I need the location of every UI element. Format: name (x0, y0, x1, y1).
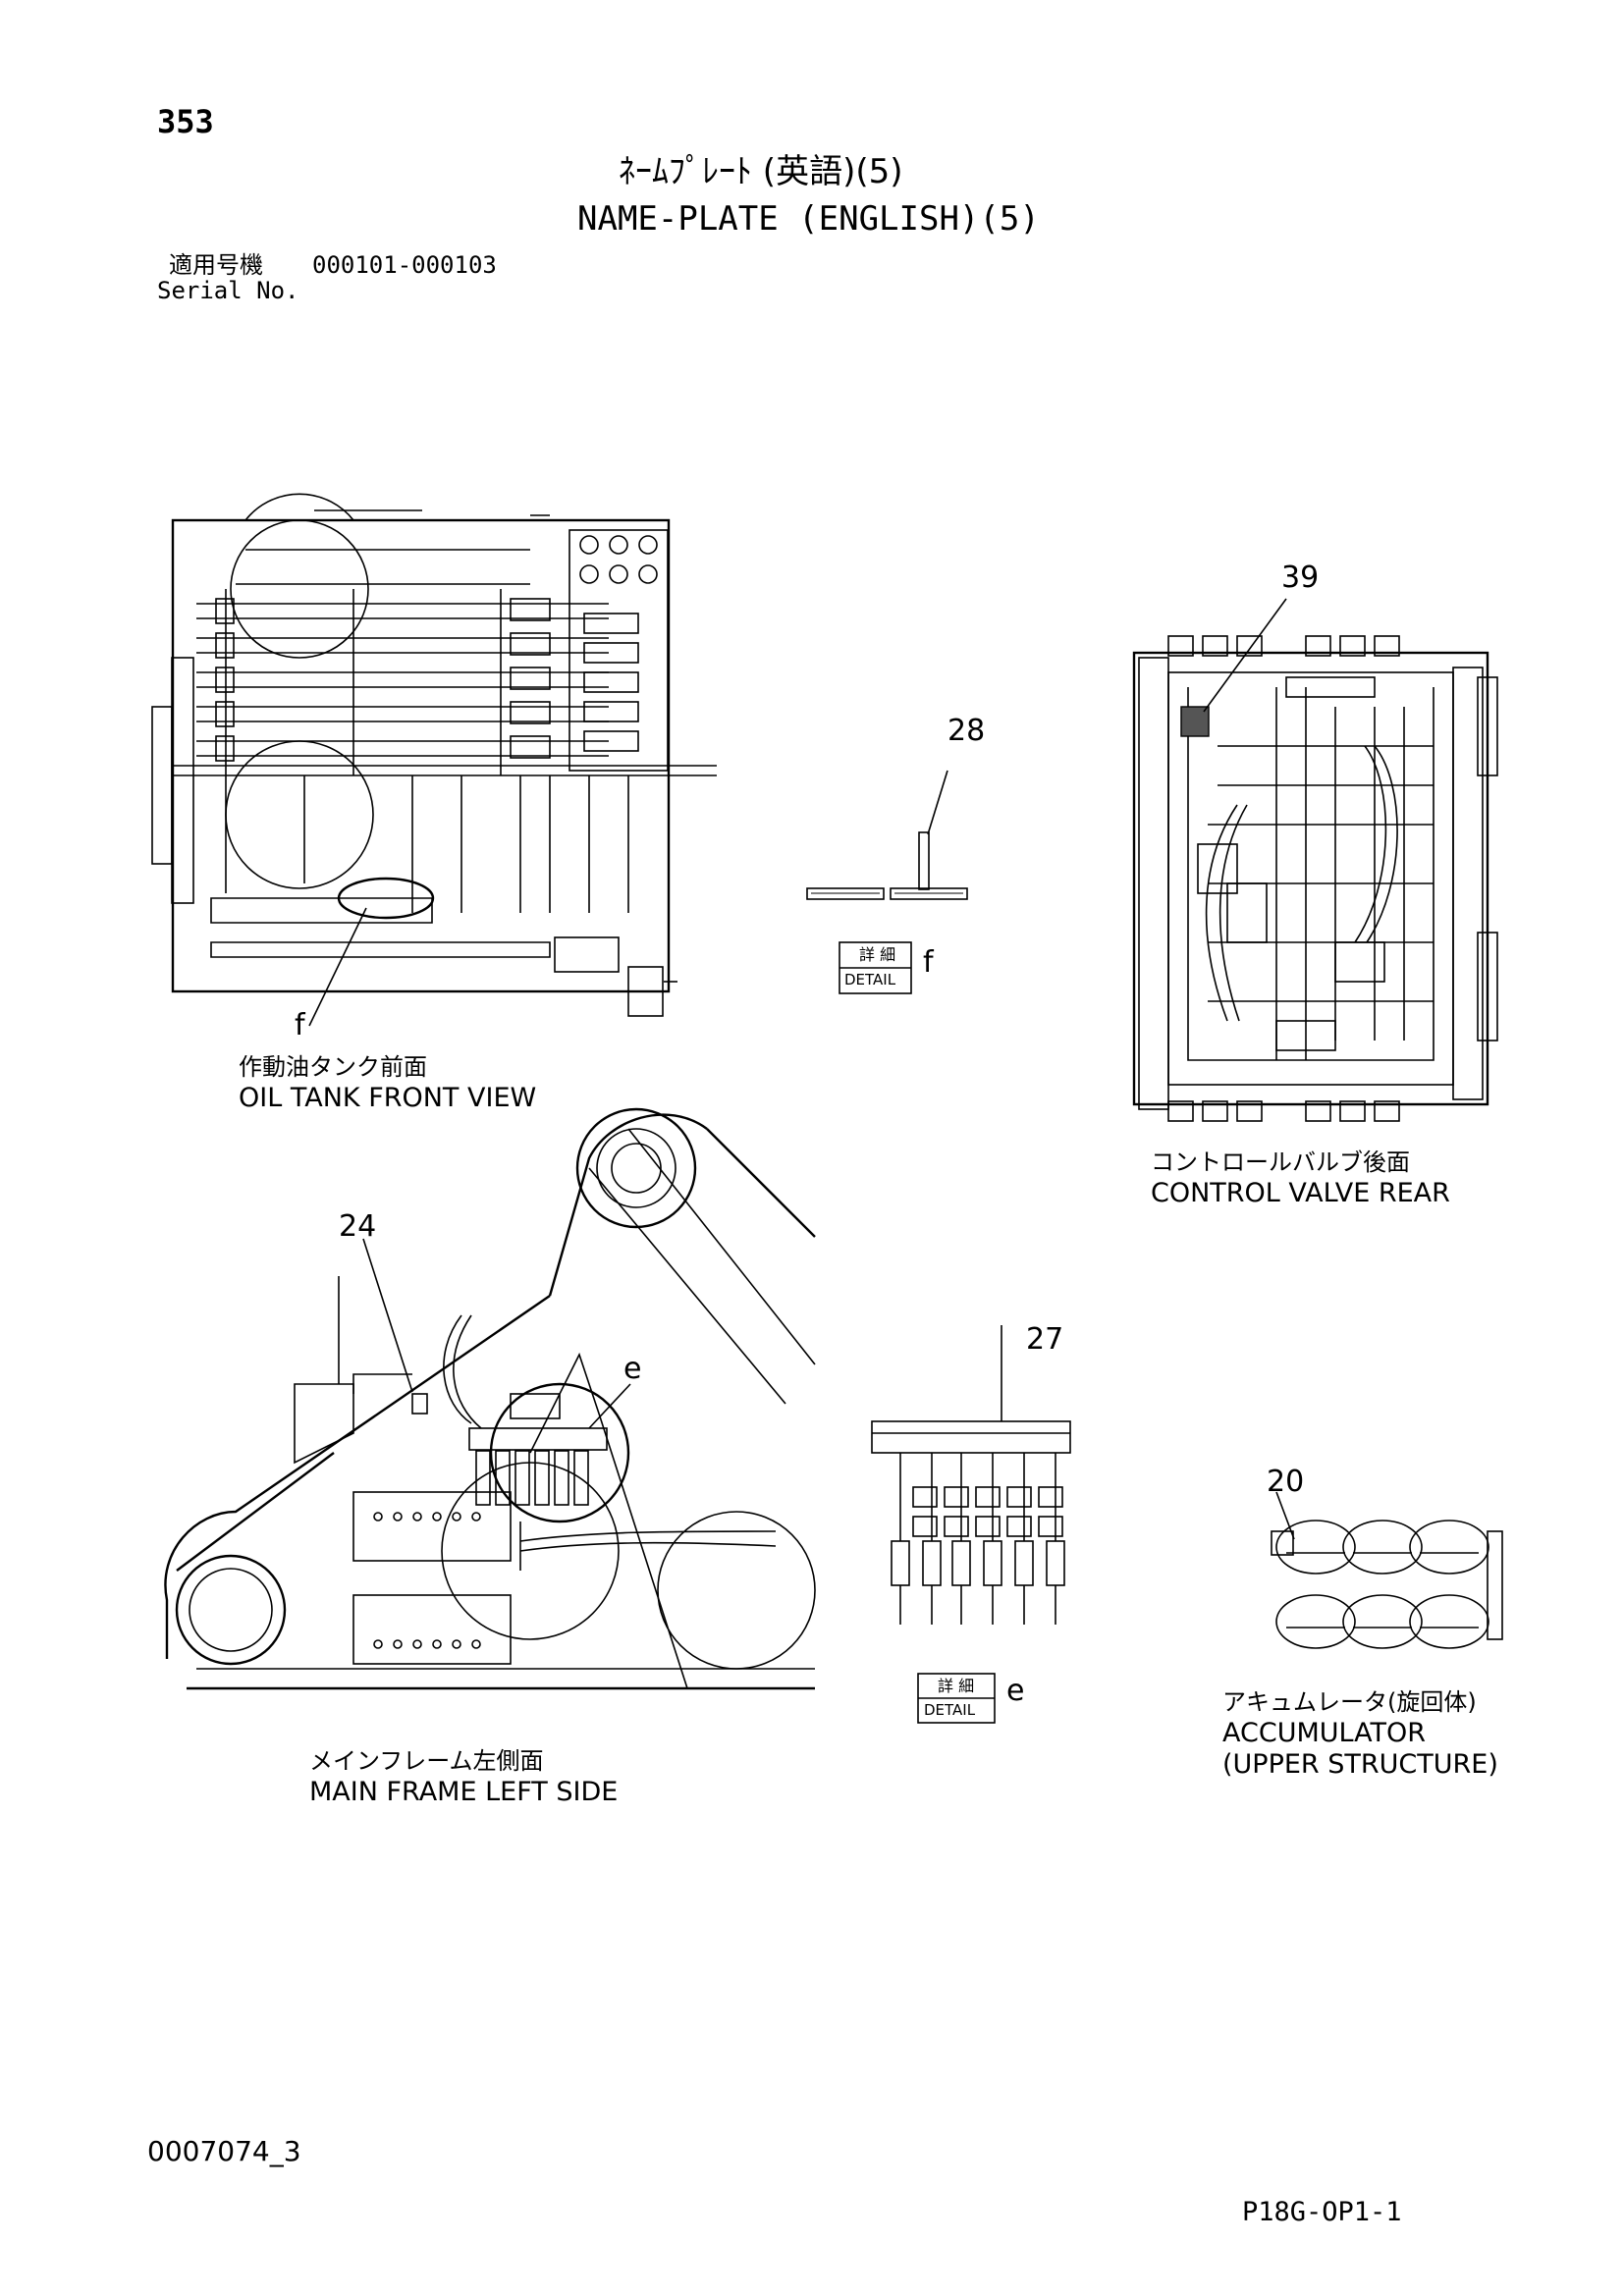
callout-27: 27 (1026, 1322, 1064, 1357)
document-code: 0007074_3 (147, 2135, 301, 2167)
detail-f-label-jp: 詳 細 (859, 945, 896, 964)
serial-label-jp: 適用号機 (169, 251, 263, 279)
title-english: NAME-PLATE (ENGLISH)(5) (577, 199, 1040, 239)
oil-tank-caption-en: OIL TANK FRONT VIEW (239, 1083, 537, 1113)
detail-f-drawing (806, 770, 968, 994)
callout-24: 24 (339, 1209, 377, 1244)
control-valve-drawing (1132, 598, 1498, 1122)
accumulator-caption-en-1: ACCUMULATOR (1222, 1718, 1427, 1748)
accumulator-drawing (1271, 1491, 1503, 1649)
detail-f-label-en: DETAIL (844, 971, 896, 988)
callout-e: e (623, 1352, 642, 1386)
detail-e-drawing (871, 1325, 1071, 1724)
accumulator-caption-en-2: (UPPER STRUCTURE) (1222, 1749, 1498, 1780)
main-frame-drawing (164, 1107, 816, 1690)
callout-39: 39 (1281, 561, 1320, 595)
oil-tank-caption-jp: 作動油タンク前面 (239, 1053, 427, 1081)
callout-20: 20 (1267, 1465, 1305, 1499)
control-valve-caption-jp: コントロールバルブ後面 (1151, 1148, 1410, 1176)
serial-label-en: Serial No. (157, 277, 299, 304)
page-number: 353 (157, 103, 214, 140)
serial-range: 000101-000103 (312, 251, 497, 279)
callout-28: 28 (947, 714, 986, 748)
detail-e-label-en: DETAIL (924, 1701, 976, 1719)
control-valve-caption-en: CONTROL VALVE REAR (1151, 1178, 1450, 1208)
sheet-code: P18G-OP1-1 (1242, 2197, 1402, 2227)
accumulator-caption-jp: アキュムレータ(旋回体) (1222, 1688, 1477, 1716)
title-japanese: ﾈｰﾑﾌﾟﾚｰﾄ (英語)(5) (619, 152, 903, 191)
main-frame-caption-en: MAIN FRAME LEFT SIDE (309, 1777, 619, 1807)
detail-e-letter: e (1006, 1674, 1025, 1708)
main-frame-caption-jp: メインフレーム左側面 (309, 1747, 544, 1775)
oil-tank-drawing (151, 493, 717, 1027)
callout-f: f (295, 1008, 305, 1042)
detail-f-letter: f (923, 945, 934, 980)
detail-e-label-jp: 詳 細 (938, 1677, 975, 1695)
